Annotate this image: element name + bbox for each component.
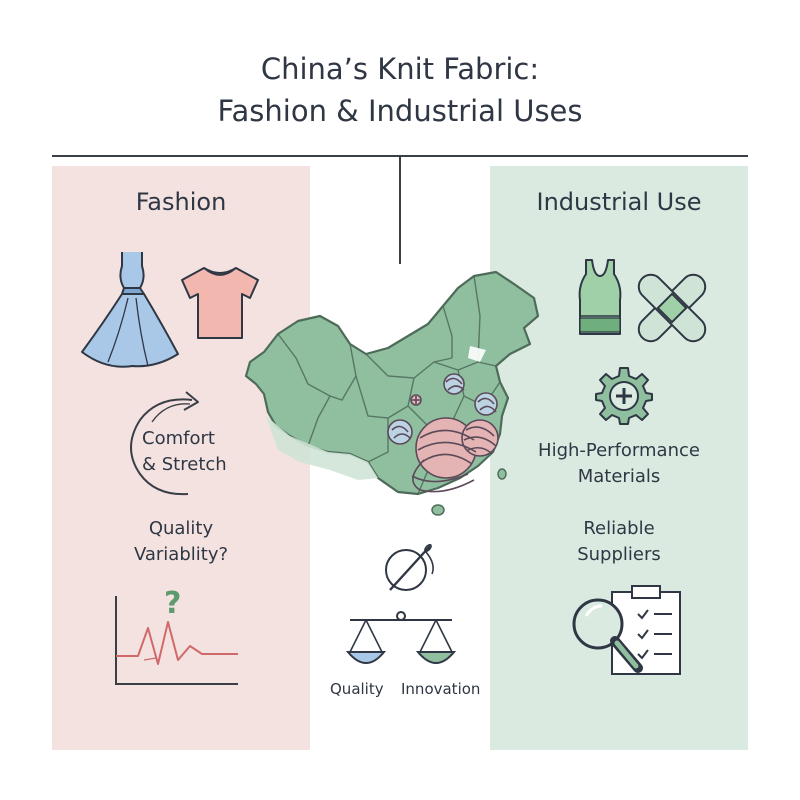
question-chart-icon [115, 596, 238, 685]
dress-icon [81, 252, 179, 368]
fashion-panel [52, 166, 310, 750]
page-title: China’s Knit Fabric: Fashion & Industria… [0, 48, 800, 132]
balance-innovation-label: Innovation [401, 680, 481, 698]
tshirt-icon [181, 267, 259, 339]
reliable-suppliers-label: Reliable Suppliers [577, 518, 661, 565]
comfort-stretch-label: Comfort & Stretch [142, 428, 227, 475]
gear-plus-icon [595, 367, 653, 425]
fashion-heading: Fashion [135, 188, 227, 216]
bandage-icon [637, 273, 707, 343]
title-line-2: Fashion & Industrial Uses [217, 94, 583, 128]
title-line-1: China’s Knit Fabric: [260, 52, 540, 86]
question-mark: ? [164, 586, 182, 621]
industrial-heading: Industrial Use [536, 188, 702, 216]
magnifier-checklist-icon [572, 585, 681, 675]
tank-top-icon [578, 259, 622, 335]
quality-variability-label: Quality Variablity? [133, 518, 229, 565]
stretch-arrow-icon [130, 391, 199, 496]
balance-quality-label: Quality [330, 680, 384, 698]
yarn-icon [387, 373, 499, 493]
balance-scale-icon [345, 611, 457, 664]
center-divider [399, 156, 401, 264]
high-performance-label: High-Performance Materials [538, 440, 700, 487]
needle-thread-icon [385, 543, 434, 591]
